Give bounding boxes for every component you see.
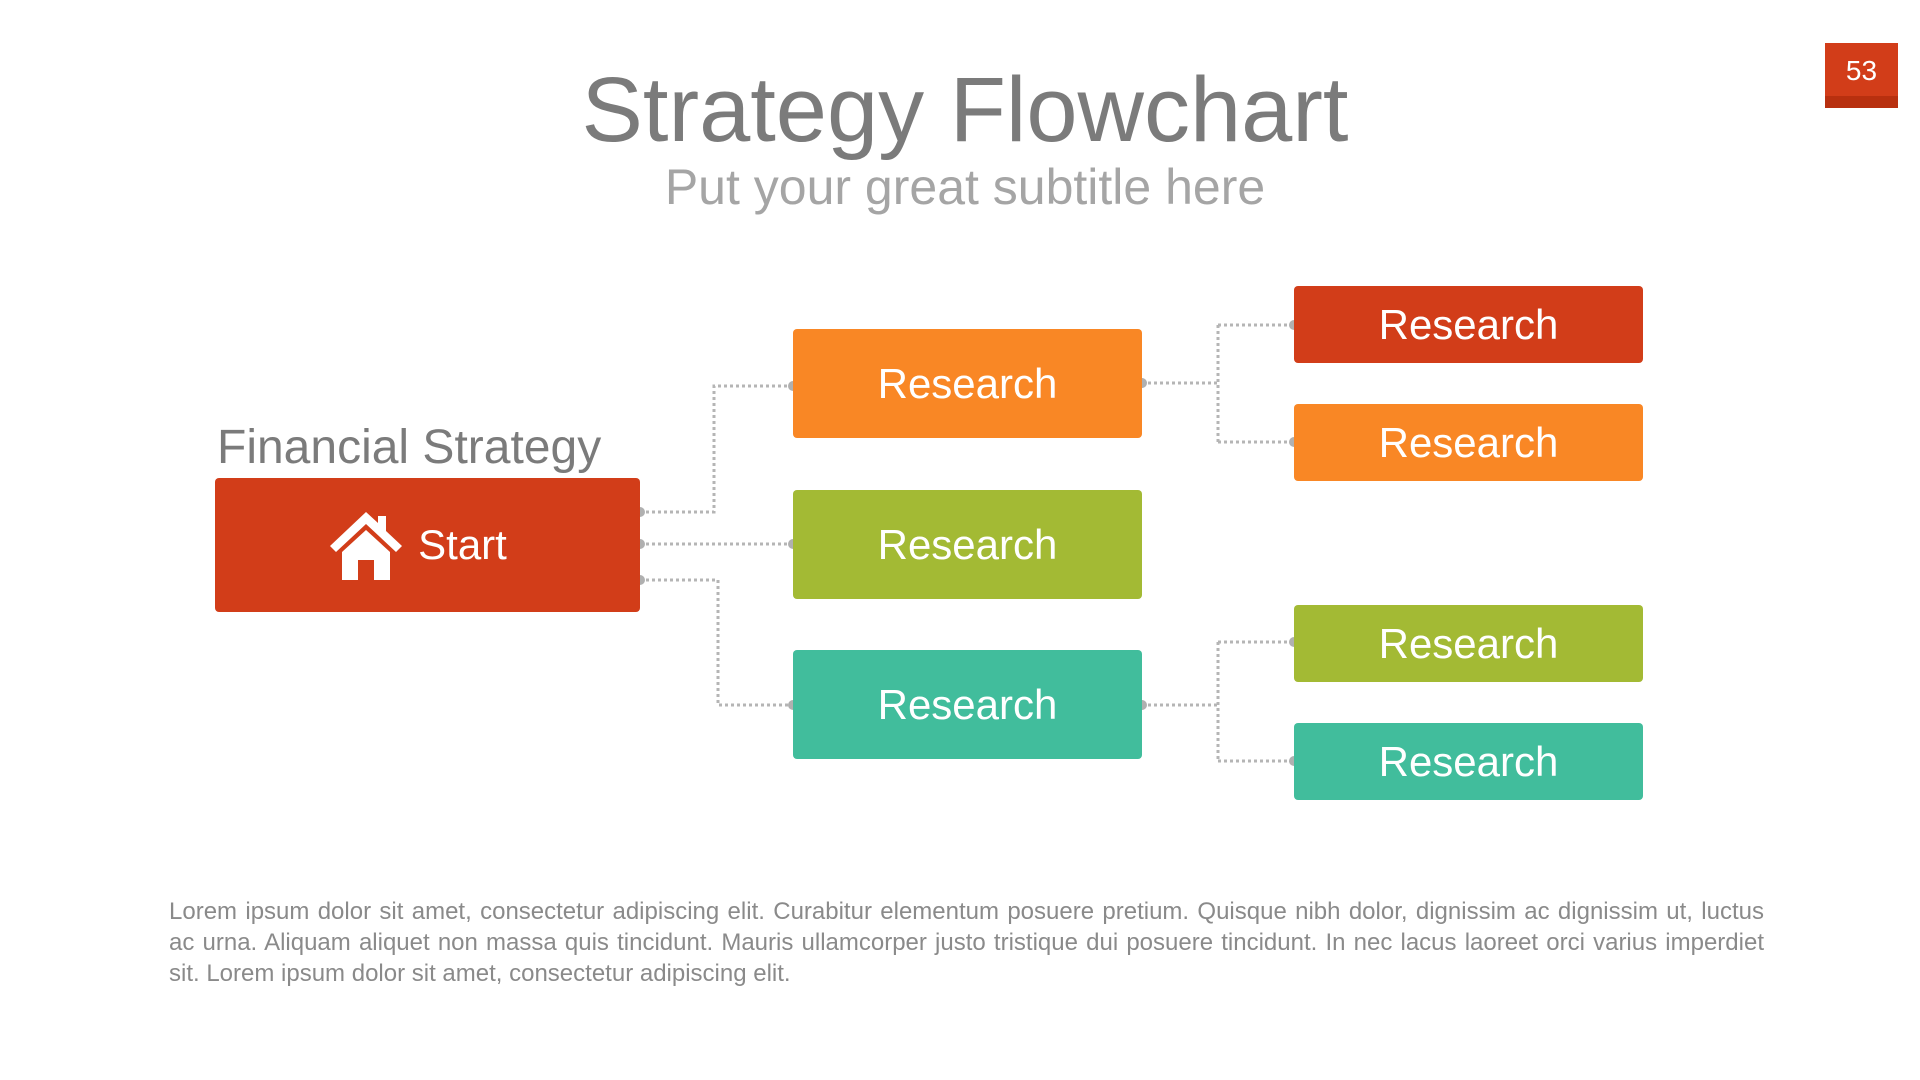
research-node-3a[interactable]: Research: [1294, 605, 1643, 682]
research-node-3b[interactable]: Research: [1294, 723, 1643, 800]
connector-start-top: [640, 384, 793, 514]
research-node-3[interactable]: Research: [793, 650, 1142, 759]
connector-bottom-branch: [1142, 640, 1294, 763]
research-node-2[interactable]: Research: [793, 490, 1142, 599]
node-label: Research: [1378, 418, 1559, 466]
node-label: Research: [877, 359, 1058, 407]
node-label: Research: [1378, 300, 1559, 348]
page-number: 53: [1845, 54, 1878, 86]
research-node-1[interactable]: Research: [793, 329, 1142, 438]
page-subtitle: Put your great subtitle here: [664, 159, 1266, 215]
research-node-1a[interactable]: Research: [1294, 286, 1643, 363]
node-label: Research: [877, 680, 1058, 728]
research-node-1b[interactable]: Research: [1294, 404, 1643, 481]
node-label: Research: [877, 520, 1058, 568]
connector-top-branch: [1142, 323, 1294, 444]
start-label: Start: [418, 521, 507, 568]
page-title: Strategy Flowchart: [581, 59, 1349, 161]
start-node[interactable]: Start: [215, 478, 640, 612]
page-number-badge: 53: [1825, 43, 1898, 108]
home-icon: [330, 512, 403, 580]
node-label: Research: [1378, 737, 1559, 785]
node-label: Research: [1378, 619, 1559, 667]
connector-start-bottom: [640, 578, 793, 707]
body-paragraph: Lorem ipsum dolor sit amet, consectetur …: [169, 898, 1764, 987]
section-label: Financial Strategy: [217, 421, 602, 474]
